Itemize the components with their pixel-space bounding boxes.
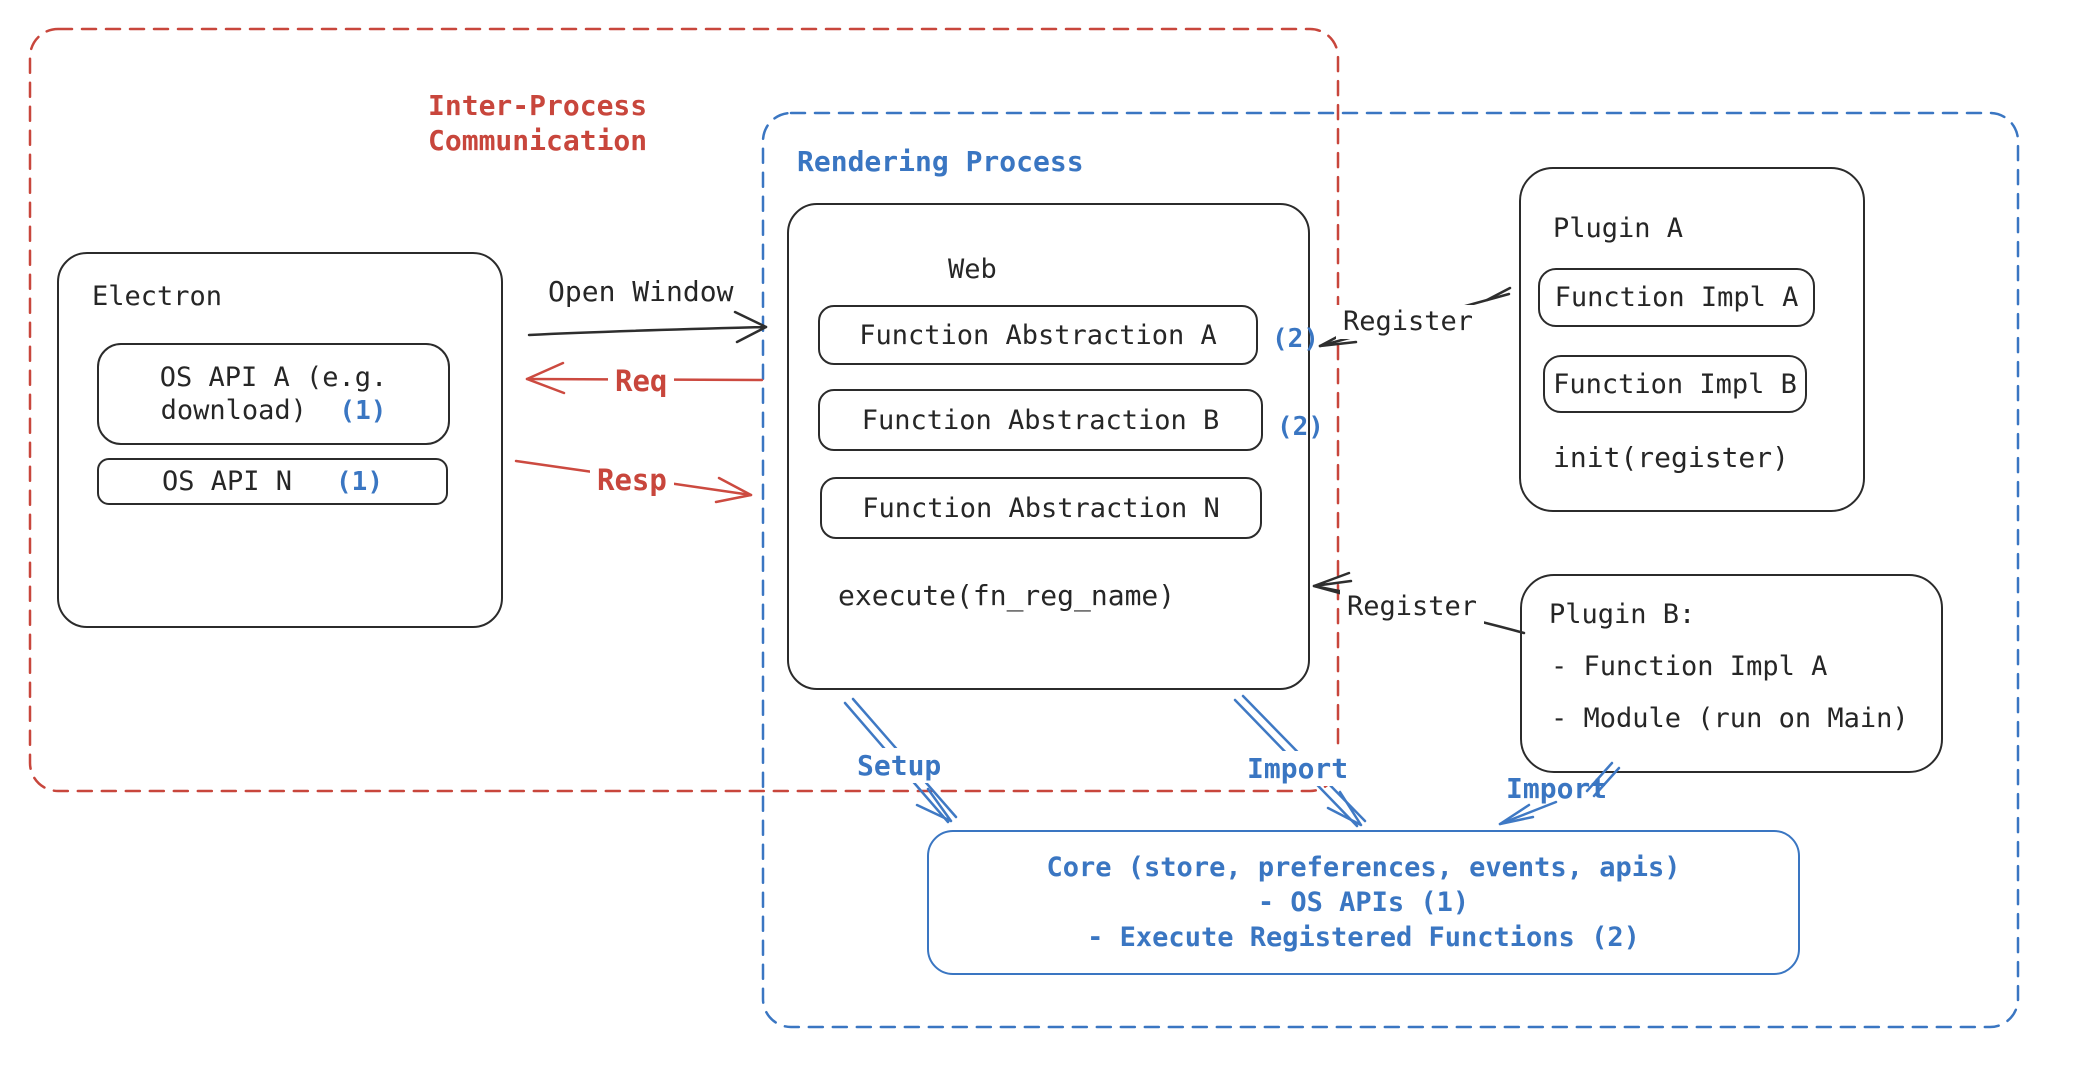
plugin-b-item-1: - Function Impl A bbox=[1551, 651, 1828, 682]
init-register-label: init(register) bbox=[1553, 441, 1790, 474]
electron-title: Electron bbox=[92, 281, 223, 312]
os-api-a-line2: download) bbox=[160, 394, 307, 426]
core-node: Core (store, preferences, events, apis) … bbox=[927, 830, 1800, 975]
open-window-arrowhead bbox=[733, 310, 768, 344]
function-impl-b-label: Function Impl B bbox=[1553, 368, 1797, 400]
function-impl-a-node: Function Impl A bbox=[1538, 268, 1815, 327]
os-api-n-badge: (1) bbox=[336, 466, 383, 497]
function-abstraction-a-label: Function Abstraction A bbox=[859, 319, 1217, 351]
os-api-n-node: OS API N (1) bbox=[97, 458, 448, 505]
ipc-region-title-line2: Communication bbox=[428, 124, 648, 157]
setup-arrowhead bbox=[915, 787, 953, 823]
function-abstraction-b-badge: (2) bbox=[1277, 412, 1324, 442]
import-mid-label: Import bbox=[1240, 751, 1356, 786]
function-abstraction-b-node: Function Abstraction B bbox=[818, 389, 1263, 451]
core-line-3: - Execute Registered Functions (2) bbox=[1087, 922, 1640, 953]
setup-label: Setup bbox=[850, 748, 949, 783]
function-abstraction-b-label: Function Abstraction B bbox=[861, 404, 1220, 436]
execute-label: execute(fn_reg_name) bbox=[838, 579, 1176, 612]
open-window-label: Open Window bbox=[548, 275, 734, 308]
plugin-a-title: Plugin A bbox=[1553, 213, 1684, 244]
function-abstraction-a-badge: (2) bbox=[1272, 324, 1319, 354]
function-impl-a-label: Function Impl A bbox=[1554, 282, 1799, 313]
open-window-arrow-line bbox=[527, 325, 768, 337]
function-abstraction-a-node: Function Abstraction A bbox=[818, 305, 1258, 365]
ipc-region-title-line1: Inter-Process bbox=[428, 89, 648, 122]
core-line-2: - OS APIs (1) bbox=[1257, 887, 1470, 918]
rendering-region-title: Rendering Process bbox=[797, 145, 1084, 178]
import-mid-arrowhead bbox=[1326, 790, 1363, 827]
os-api-a-line1: OS API A (e.g. bbox=[159, 361, 388, 393]
os-api-a-badge: (1) bbox=[339, 395, 387, 426]
resp-label: Resp bbox=[590, 462, 674, 499]
plugin-b-title: Plugin B: bbox=[1549, 599, 1696, 630]
import-right-arrowhead bbox=[1498, 803, 1535, 826]
function-impl-b-node: Function Impl B bbox=[1543, 355, 1807, 413]
os-api-a-node: OS API A (e.g. download) (1) bbox=[97, 343, 450, 445]
register-top-arrow-tick bbox=[1485, 286, 1512, 302]
core-line-1: Core (store, preferences, events, apis) bbox=[1046, 852, 1681, 883]
import-right-label: Import bbox=[1506, 772, 1608, 805]
req-arrowhead bbox=[525, 361, 566, 395]
resp-arrowhead bbox=[714, 476, 753, 504]
register-top-label: Register bbox=[1336, 305, 1481, 339]
web-title: Web bbox=[948, 254, 997, 285]
register-bottom-label: Register bbox=[1340, 590, 1485, 624]
req-label: Req bbox=[608, 363, 675, 400]
os-api-n-label: OS API N bbox=[161, 466, 293, 497]
plugin-b-item-2: - Module (run on Main) bbox=[1551, 703, 1909, 734]
function-abstraction-n-node: Function Abstraction N bbox=[820, 477, 1262, 539]
function-abstraction-n-label: Function Abstraction N bbox=[862, 492, 1220, 524]
